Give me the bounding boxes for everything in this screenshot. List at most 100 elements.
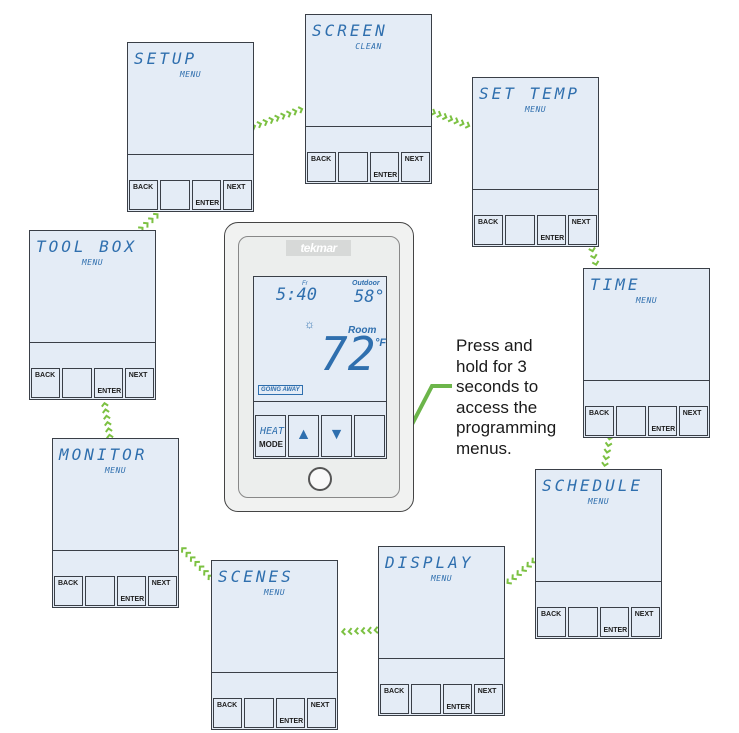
blank-key[interactable] bbox=[338, 152, 368, 182]
menu-title: DISPLAY bbox=[385, 553, 474, 572]
chevron-mark bbox=[511, 574, 517, 581]
chevron-mark bbox=[203, 570, 209, 576]
back-key[interactable]: BACK bbox=[307, 152, 337, 182]
menu-title: SCHEDULE bbox=[542, 476, 644, 495]
up-arrow-key[interactable]: ▲ bbox=[288, 415, 319, 457]
back-key[interactable]: BACK bbox=[380, 684, 410, 714]
next-key[interactable]: NEXT bbox=[630, 607, 660, 637]
menu-subtitle: MENU bbox=[104, 466, 127, 475]
room-temperature: 72 bbox=[320, 327, 376, 381]
chevron-mark bbox=[291, 108, 298, 116]
back-key-label: BACK bbox=[589, 410, 610, 417]
next-key-label: NEXT bbox=[571, 219, 591, 226]
blank-key[interactable] bbox=[85, 576, 115, 606]
enter-key-label: ENTER bbox=[651, 426, 676, 433]
enter-key[interactable]: ENTER bbox=[116, 576, 146, 606]
back-key-label: BACK bbox=[478, 219, 499, 226]
menu-card-screen: SCREEN CLEAN BACK ENTER NEXT bbox=[305, 14, 432, 184]
blank-key[interactable] bbox=[244, 698, 274, 728]
blank-key[interactable] bbox=[354, 415, 385, 457]
connector-chevrons bbox=[138, 212, 159, 233]
day-label: Fr bbox=[302, 281, 308, 287]
menu-title: SET TEMP bbox=[479, 84, 581, 103]
enter-key-label: ENTER bbox=[195, 200, 220, 207]
enter-key[interactable]: ENTER bbox=[599, 607, 629, 637]
enter-key[interactable]: ENTER bbox=[93, 368, 123, 398]
next-key[interactable]: NEXT bbox=[124, 368, 154, 398]
blank-key[interactable] bbox=[411, 684, 441, 714]
back-key[interactable]: BACK bbox=[537, 607, 567, 637]
lcd-divider bbox=[584, 380, 709, 381]
chevron-mark bbox=[591, 260, 600, 266]
next-key[interactable]: NEXT bbox=[306, 698, 336, 728]
lcd-divider bbox=[212, 672, 337, 673]
next-key-label: NEXT bbox=[226, 184, 246, 191]
next-key[interactable]: NEXT bbox=[400, 152, 430, 182]
lcd-divider bbox=[128, 154, 253, 155]
lcd-divider bbox=[306, 126, 431, 127]
chevron-mark bbox=[436, 110, 442, 119]
program-button[interactable] bbox=[308, 467, 332, 491]
blank-key[interactable] bbox=[568, 607, 598, 637]
chevron-mark bbox=[262, 118, 269, 127]
blank-key[interactable] bbox=[62, 368, 92, 398]
enter-key[interactable]: ENTER bbox=[275, 698, 305, 728]
instruction-text: Press and hold for 3 seconds to access t… bbox=[456, 336, 556, 459]
enter-key[interactable]: ENTER bbox=[647, 406, 677, 436]
next-key[interactable]: NEXT bbox=[222, 180, 252, 210]
instruction-line: menus. bbox=[456, 438, 512, 458]
up-arrow-icon: ▲ bbox=[295, 426, 312, 443]
enter-key-label: ENTER bbox=[120, 596, 145, 603]
softkey-row: BACK ENTER NEXT bbox=[537, 607, 660, 637]
chevron-mark bbox=[516, 570, 522, 577]
next-key[interactable]: NEXT bbox=[567, 215, 597, 245]
next-key[interactable]: NEXT bbox=[147, 576, 177, 606]
menu-card-schedule: SCHEDULE MENU BACK ENTER NEXT bbox=[535, 469, 662, 639]
enter-key[interactable]: ENTER bbox=[191, 180, 221, 210]
back-key[interactable]: BACK bbox=[54, 576, 84, 606]
next-key-label: NEXT bbox=[128, 372, 148, 379]
enter-key[interactable]: ENTER bbox=[442, 684, 472, 714]
next-key[interactable]: NEXT bbox=[678, 406, 708, 436]
enter-key-label: ENTER bbox=[603, 627, 628, 634]
heat-mode-key[interactable]: HEAT MODE bbox=[255, 415, 286, 457]
next-key-label: NEXT bbox=[634, 611, 654, 618]
blank-key[interactable] bbox=[505, 215, 535, 245]
back-key[interactable]: BACK bbox=[585, 406, 615, 436]
next-key-label: NEXT bbox=[477, 688, 497, 695]
menu-title: TIME bbox=[590, 275, 641, 294]
instruction-line: Press and bbox=[456, 336, 533, 355]
blank-key[interactable] bbox=[160, 180, 190, 210]
back-key[interactable]: BACK bbox=[474, 215, 504, 245]
menu-subtitle: MENU bbox=[430, 574, 453, 583]
menu-subtitle: MENU bbox=[587, 497, 610, 506]
menu-title: SETUP bbox=[134, 49, 198, 68]
menu-card-scenes: SCENES MENU BACK ENTER NEXT bbox=[211, 560, 338, 730]
chevron-mark bbox=[148, 217, 154, 224]
blank-key[interactable] bbox=[616, 406, 646, 436]
connector-chevrons bbox=[181, 547, 214, 581]
chevron-mark bbox=[360, 626, 366, 635]
enter-key-label: ENTER bbox=[97, 388, 122, 395]
chevron-mark bbox=[459, 119, 465, 127]
next-key[interactable]: NEXT bbox=[473, 684, 503, 714]
chevron-mark bbox=[280, 112, 286, 120]
thermostat-display: 5:40 Fr Outdoor 58° ☼ Room 72 °F GOING A… bbox=[253, 276, 387, 459]
enter-key[interactable]: ENTER bbox=[369, 152, 399, 182]
instruction-line: seconds to bbox=[456, 377, 539, 396]
sun-icon: ☼ bbox=[304, 317, 315, 331]
down-arrow-key[interactable]: ▼ bbox=[321, 415, 352, 457]
down-arrow-icon: ▼ bbox=[328, 426, 345, 443]
connector-chevrons bbox=[601, 435, 614, 468]
back-key[interactable]: BACK bbox=[213, 698, 243, 728]
lcd-divider bbox=[473, 189, 598, 190]
heat-label: HEAT bbox=[260, 426, 285, 437]
enter-key[interactable]: ENTER bbox=[536, 215, 566, 245]
softkey-row: BACK ENTER NEXT bbox=[54, 576, 177, 606]
back-key[interactable]: BACK bbox=[129, 180, 159, 210]
menu-card-set-temp: SET TEMP MENU BACK ENTER NEXT bbox=[472, 77, 599, 247]
back-key-label: BACK bbox=[217, 702, 238, 709]
connector-chevrons bbox=[506, 557, 537, 585]
back-key[interactable]: BACK bbox=[31, 368, 61, 398]
